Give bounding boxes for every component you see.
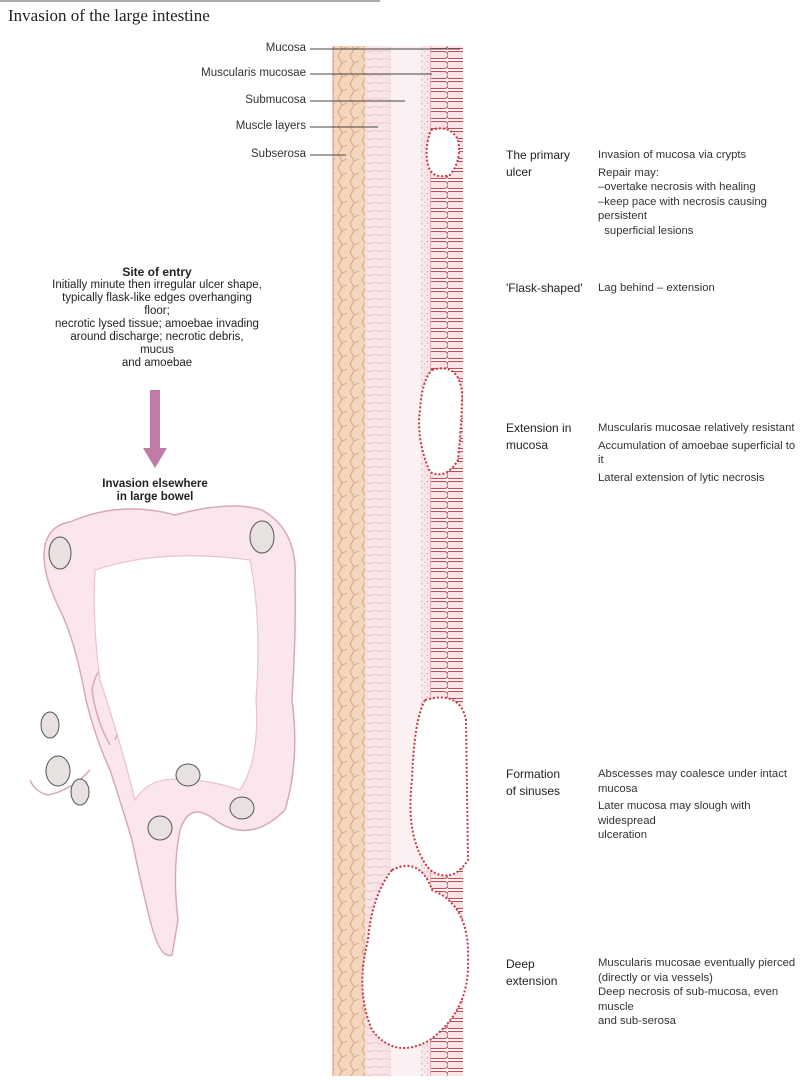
stage-title-line: Extension in xyxy=(506,420,571,437)
stage-desc-line: Repair may: xyxy=(598,166,803,181)
stage-desc-line: Deep necrosis of sub-mucosa, even muscle xyxy=(598,985,806,1014)
stage-title-flask-shaped: 'Flask-shaped' xyxy=(506,280,583,297)
stage-desc-line: Invasion of mucosa via crypts xyxy=(598,148,803,163)
amoeba-icon xyxy=(46,756,70,786)
stage-desc-line: mucosa xyxy=(598,782,803,797)
layer-label-mucosa: Mucosa xyxy=(166,42,306,54)
stage-desc-deep-extension: Muscularis mucosae eventually pierced (d… xyxy=(598,956,806,1029)
amoeba-icon xyxy=(148,816,172,840)
stage-desc-line: Later mucosa may slough with widespread xyxy=(598,799,803,828)
stage-title-line: of sinuses xyxy=(506,783,560,800)
stage-title-line: mucosa xyxy=(506,437,571,454)
sinus-lesion xyxy=(410,698,468,876)
stage-title-primary-ulcer: The primary ulcer xyxy=(506,147,570,181)
amoeba-icon xyxy=(250,521,274,553)
extension-lesion xyxy=(419,368,462,474)
amoeba-icon xyxy=(230,797,254,819)
stage-title-deep-extension: Deep extension xyxy=(506,956,557,990)
stage-title-line: Formation xyxy=(506,766,560,783)
stage-title-line: Deep xyxy=(506,956,557,973)
stage-title-line: extension xyxy=(506,973,557,990)
stage-desc-line: –overtake necrosis with healing xyxy=(598,180,803,195)
stage-title-extension-in-mucosa: Extension in mucosa xyxy=(506,420,571,454)
layer-label-submucosa: Submucosa xyxy=(166,94,306,106)
stage-desc-line: (directly or via vessels) xyxy=(598,971,806,986)
stage-desc-line: Lag behind – extension xyxy=(598,281,803,296)
amoeba-icon xyxy=(176,764,200,786)
subserosa-layer xyxy=(333,46,365,1076)
stage-desc-primary-ulcer: Invasion of mucosa via crypts Repair may… xyxy=(598,148,803,238)
site-of-entry-line: around discharge; necrotic debris, mucus xyxy=(52,331,262,357)
stage-desc-formation-of-sinuses: Abscesses may coalesce under intact muco… xyxy=(598,767,803,843)
stage-desc-line: –keep pace with necrosis causing persist… xyxy=(598,195,803,224)
stage-title-line: 'Flask-shaped' xyxy=(506,280,583,297)
layer-label-muscularis-mucosae: Muscularis mucosae xyxy=(166,67,306,79)
primary-ulcer-lesion xyxy=(427,128,459,176)
stage-desc-line: ulceration xyxy=(598,828,803,843)
invasion-elsewhere-line: in large bowel xyxy=(80,491,230,504)
invasion-elsewhere-note: Invasion elsewhere in large bowel xyxy=(80,478,230,504)
site-of-entry-line: typically flask-like edges overhanging f… xyxy=(52,292,262,318)
stage-desc-line: Lateral extension of lytic necrosis xyxy=(598,471,803,486)
large-bowel-illustration xyxy=(30,506,295,956)
layer-label-muscle-layers: Muscle layers xyxy=(166,120,306,132)
stage-desc-line: Muscularis mucosae relatively resistant xyxy=(598,421,803,436)
stage-desc-line: Accumulation of amoebae superficial to i… xyxy=(598,439,803,468)
stage-desc-line: Abscesses may coalesce under intact xyxy=(598,767,803,782)
amoeba-icon xyxy=(49,537,71,569)
stage-desc-line: Muscularis mucosae eventually pierced xyxy=(598,956,806,971)
site-of-entry-note: Site of entry Initially minute then irre… xyxy=(52,266,262,370)
stage-desc-flask-shaped: Lag behind – extension xyxy=(598,281,803,296)
stage-desc-line: and sub-serosa xyxy=(598,1014,806,1029)
stage-title-line: The primary xyxy=(506,147,570,164)
amoeba-icon xyxy=(71,779,89,805)
amoeba-icon xyxy=(41,712,59,738)
site-of-entry-line: Initially minute then irregular ulcer sh… xyxy=(52,279,262,292)
layer-label-subserosa: Subserosa xyxy=(166,148,306,160)
site-of-entry-line: and amoebae xyxy=(52,357,262,370)
invasion-elsewhere-line: Invasion elsewhere xyxy=(80,478,230,491)
site-of-entry-line: necrotic lysed tissue; amoebae invading xyxy=(52,318,262,331)
down-arrow-icon xyxy=(143,390,167,468)
stage-desc-extension-in-mucosa: Muscularis mucosae relatively resistant … xyxy=(598,421,803,485)
stage-title-formation-of-sinuses: Formation of sinuses xyxy=(506,766,560,800)
site-of-entry-heading: Site of entry xyxy=(52,266,262,279)
stage-desc-line: superficial lesions xyxy=(598,224,803,239)
stage-title-line: ulcer xyxy=(506,164,570,181)
